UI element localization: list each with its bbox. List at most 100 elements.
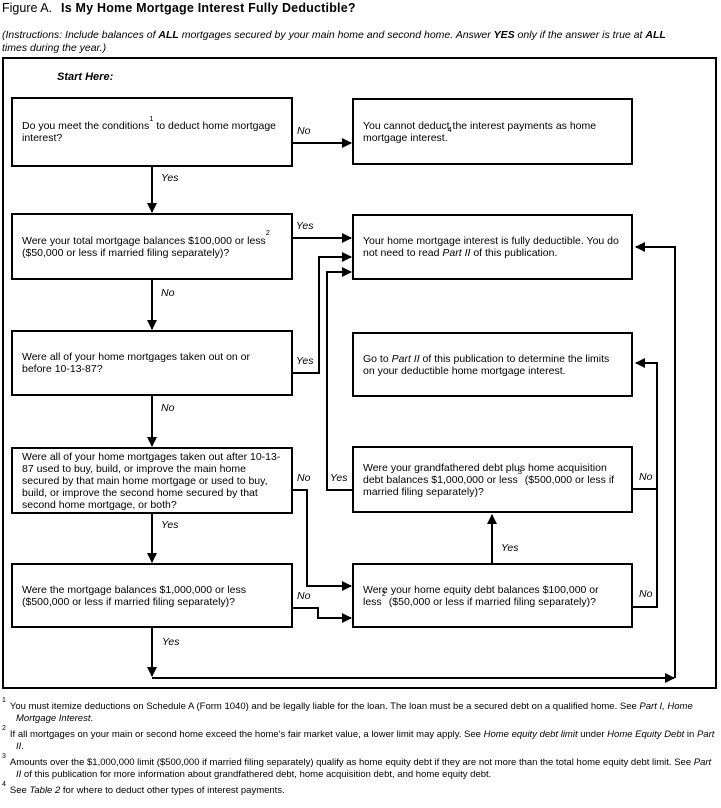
text-run: You cannot deduct the interest payments … [363, 119, 597, 144]
text-run: Part II [442, 247, 471, 259]
text-run: . [21, 741, 24, 752]
edge-label-yes: Yes [296, 355, 314, 367]
text-run: only if the answer is true at [514, 29, 646, 41]
box-text: Were your grandfathered debt plus home a… [363, 462, 622, 498]
text-run: If all mortgages on your main or second … [9, 729, 484, 740]
footnote-number: 1 [2, 696, 6, 704]
edge-label-yes: Yes [501, 542, 519, 554]
instructions: (Instructions: Include balances of ALL m… [2, 29, 716, 55]
flow-arrows [147, 138, 676, 683]
text-run: Amounts over the $1,000,000 limit ($500,… [9, 757, 694, 768]
instructions-line-2: times during the year.) [2, 42, 107, 54]
text-run: of this publication. [470, 247, 558, 259]
text-run: of this publication for more information… [21, 769, 492, 780]
text-run: Were your grandfathered debt plus home a… [363, 461, 607, 486]
arrow-mortgage-1m-no [293, 607, 352, 623]
box-text: Your home mortgage interest is fully ded… [363, 235, 622, 259]
flow-box-before-101387: Were all of your home mortgages taken ou… [11, 330, 293, 396]
edge-label-no: No [639, 588, 653, 600]
figure-title: Figure A. Is My Home Mortgage Interest Fu… [2, 1, 356, 15]
footnote-1: 1You must itemize deductions on Schedule… [2, 697, 718, 725]
box-text: Do you meet the conditions1 to deduct ho… [22, 114, 282, 144]
flow-box-total-balances: Were your total mortgage balances $100,0… [11, 213, 293, 280]
text-run: YES [493, 29, 515, 41]
text-run: See [9, 785, 30, 796]
edge-label-no: No [639, 471, 653, 483]
text-run: Home equity debt limit [483, 729, 578, 740]
text-run: Your home mortgage interest is fully ded… [363, 235, 619, 259]
text-run: Table 2 [29, 785, 61, 796]
figure-heading: Is My Home Mortgage Interest Fully Deduc… [61, 1, 356, 15]
box-text: Were your home equity debt balances $100… [363, 584, 622, 608]
text-run: You must itemize deductions on Schedule … [9, 701, 640, 712]
text-run: Go to [363, 352, 392, 365]
text-run: Do you meet the conditions [22, 120, 150, 132]
text-run: ALL [645, 29, 666, 41]
text-run: Home Equity Debt [607, 729, 685, 740]
text-run: Were all of your home mortgages taken ou… [22, 450, 281, 511]
arrow-return-to-fully-deductible [635, 242, 676, 678]
edge-label-yes: Yes [161, 172, 179, 184]
text-run: mortgages secured by your main home and … [178, 29, 494, 41]
footnote-ref-1: 1 [149, 113, 154, 123]
arrow-grandfathered-yes [326, 267, 352, 491]
edge-label-yes: Yes [162, 636, 180, 648]
text-run: Were all of your home mortgages taken ou… [22, 351, 251, 375]
box-text: Were your total mortgage balances $100,0… [22, 229, 282, 259]
flow-box-cannot-deduct: You cannot deduct the interest payments … [352, 98, 633, 165]
box-text: You cannot deduct the interest payments … [363, 120, 622, 144]
text-run: Were your home equity debt balances $100… [363, 583, 599, 608]
footnote-number: 2 [2, 724, 6, 732]
flow-box-after-101387: Were all of your home mortgages taken ou… [11, 447, 293, 514]
text-run: to deduct home mortgage interest? [22, 120, 276, 144]
text-run: under [577, 729, 608, 740]
footnote-number: 3 [2, 752, 6, 760]
box-text: Were the mortgage balances $1,000,000 or… [22, 584, 282, 608]
text-run: ($50,000 or less if married filing separ… [22, 246, 230, 259]
text-run: Part II [391, 352, 420, 365]
footnote-ref-2: 2 [265, 228, 270, 237]
footnote-3: 3Amounts over the $1,000,000 limit ($500… [2, 753, 718, 781]
footnote-ref-3: 3 [517, 467, 522, 476]
flow-box-mortgage-1m: Were the mortgage balances $1,000,000 or… [11, 563, 293, 628]
text-run: ($50,000 or less if married filing separ… [385, 595, 596, 608]
edge-label-no: No [161, 402, 175, 414]
text-run: of this publication to determine the lim… [363, 352, 610, 377]
flow-box-go-part2: Go to Part II of this publication to det… [352, 332, 633, 397]
flowchart-frame: Start Here: Do you meet the conditions1 … [2, 57, 717, 689]
box-text: Were all of your home mortgages taken ou… [22, 451, 282, 511]
footnote-ref-2: 2 [381, 589, 386, 598]
edge-label-yes: Yes [330, 472, 348, 484]
text-run: Part I, Home Mortgage Interest [16, 701, 693, 724]
start-here-label: Start Here: [57, 71, 114, 83]
arrow-after-101387-no [293, 489, 352, 591]
text-run: Part II [16, 757, 712, 780]
text-run: in [684, 729, 697, 740]
box-text: Were all of your home mortgages taken ou… [22, 351, 282, 375]
edge-label-no: No [297, 125, 311, 137]
flow-box-conditions: Do you meet the conditions1 to deduct ho… [11, 97, 293, 167]
footnotes: 1You must itemize deductions on Schedule… [2, 697, 718, 801]
edge-label-no: No [297, 590, 311, 602]
box-text: Go to Part II of this publication to det… [363, 353, 622, 377]
edge-label-yes: Yes [161, 519, 179, 531]
text-run: Were your total mortgage balances $100,0… [22, 234, 266, 247]
text-run: for where to deduct other types of inter… [60, 785, 285, 796]
text-run: . [90, 713, 94, 724]
flow-box-grandfathered: Were your grandfathered debt plus home a… [352, 446, 633, 513]
flow-box-fully-deductible: Your home mortgage interest is fully ded… [352, 214, 633, 280]
instructions-line-1: (Instructions: Include balances of ALL m… [2, 29, 716, 42]
text-run: ALL [158, 29, 179, 41]
flow-box-home-equity: Were your home equity debt balances $100… [352, 563, 633, 628]
figure-label: Figure A. [2, 1, 53, 15]
text-run: Part II [16, 729, 715, 752]
footnote-number: 4 [2, 780, 6, 788]
edge-label-no: No [297, 472, 311, 484]
footnote-4: 4See Table 2 for where to deduct other t… [2, 781, 718, 797]
edge-label-no: No [161, 287, 175, 299]
text-run: Were the mortgage balances $1,000,000 or… [22, 583, 246, 608]
arrow-before-101387-yes [293, 252, 352, 374]
arrow-home-equity-no-to-part2 [633, 358, 658, 608]
text-run: ($500,000 or less if married filing sepa… [363, 473, 615, 498]
